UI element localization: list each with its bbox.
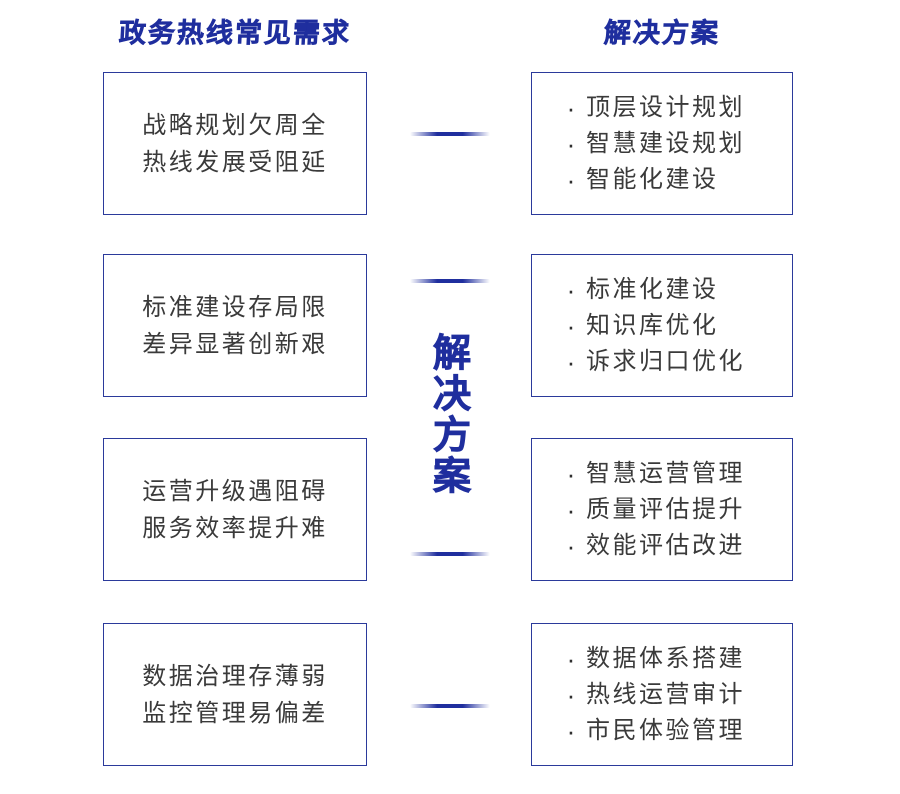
need-box-4: 数据治理存薄弱 监控管理易偏差 [103, 623, 367, 766]
solution-text: 市民体验管理 [586, 716, 745, 744]
solution-text: 智能化建设 [586, 165, 719, 193]
solution-item: · 市民体验管理 [565, 713, 792, 749]
bullet-dot-icon: · [566, 346, 576, 377]
solution-text: 热线运营审计 [586, 680, 745, 708]
solution-text: 诉求归口优化 [586, 347, 745, 375]
solution-item: · 智慧建设规划 [565, 126, 792, 162]
solution-item: · 智能化建设 [565, 162, 792, 198]
solution-box-2: · 标准化建设 · 知识库优化 · 诉求归口优化 [531, 254, 793, 397]
bullet-dot-icon: · [566, 715, 576, 746]
right-column-title: 解决方案 [603, 18, 721, 49]
solution-item: · 顶层设计规划 [565, 90, 792, 126]
solution-text: 智慧运营管理 [586, 459, 745, 487]
need-text-line: 战略规划欠周全 [142, 111, 328, 139]
connector-line-1 [410, 132, 490, 136]
need-box-3: 运营升级遇阻碍 服务效率提升难 [103, 438, 367, 581]
bullet-dot-icon: · [566, 274, 576, 305]
need-text-line: 服务效率提升难 [142, 514, 328, 542]
bullet-dot-icon: · [566, 679, 576, 710]
solution-item: · 标准化建设 [565, 272, 792, 308]
left-column-title: 政务热线常见需求 [118, 18, 352, 49]
solution-text: 质量评估提升 [586, 495, 745, 523]
need-text-line: 热线发展受阻延 [142, 148, 328, 176]
solution-text: 效能评估改进 [586, 531, 745, 559]
bullet-dot-icon: · [566, 92, 576, 123]
bullet-dot-icon: · [566, 643, 576, 674]
solution-item: · 数据体系搭建 [565, 641, 792, 677]
solution-text: 标准化建设 [586, 275, 719, 303]
solution-item: · 诉求归口优化 [565, 344, 792, 380]
need-text-line: 差异显著创新艰 [142, 330, 328, 358]
solution-text: 知识库优化 [586, 311, 719, 339]
solution-text: 智慧建设规划 [586, 129, 745, 157]
solution-text: 数据体系搭建 [586, 644, 745, 672]
bullet-dot-icon: · [566, 128, 576, 159]
solution-box-1: · 顶层设计规划 · 智慧建设规划 · 智能化建设 [531, 72, 793, 215]
solution-item: · 质量评估提升 [565, 492, 792, 528]
bullet-dot-icon: · [566, 530, 576, 561]
solution-item: · 智慧运营管理 [565, 456, 792, 492]
connector-line-2 [410, 279, 490, 283]
solution-text: 顶层设计规划 [586, 93, 745, 121]
center-solutions-label: 解决方案 [432, 333, 472, 498]
solution-box-3: · 智慧运营管理 · 质量评估提升 · 效能评估改进 [531, 438, 793, 581]
need-box-1: 战略规划欠周全 热线发展受阻延 [103, 72, 367, 215]
solution-item: · 知识库优化 [565, 308, 792, 344]
need-text-line: 监控管理易偏差 [142, 699, 328, 727]
need-text-line: 运营升级遇阻碍 [142, 477, 328, 505]
bullet-dot-icon: · [566, 164, 576, 195]
connector-line-4 [410, 704, 490, 708]
bullet-dot-icon: · [566, 458, 576, 489]
need-box-2: 标准建设存局限 差异显著创新艰 [103, 254, 367, 397]
connector-line-3 [410, 552, 490, 556]
need-text-line: 标准建设存局限 [142, 293, 328, 321]
solution-item: · 效能评估改进 [565, 528, 792, 564]
need-text-line: 数据治理存薄弱 [142, 662, 328, 690]
solution-item: · 热线运营审计 [565, 677, 792, 713]
solution-box-4: · 数据体系搭建 · 热线运营审计 · 市民体验管理 [531, 623, 793, 766]
bullet-dot-icon: · [566, 494, 576, 525]
bullet-dot-icon: · [566, 310, 576, 341]
